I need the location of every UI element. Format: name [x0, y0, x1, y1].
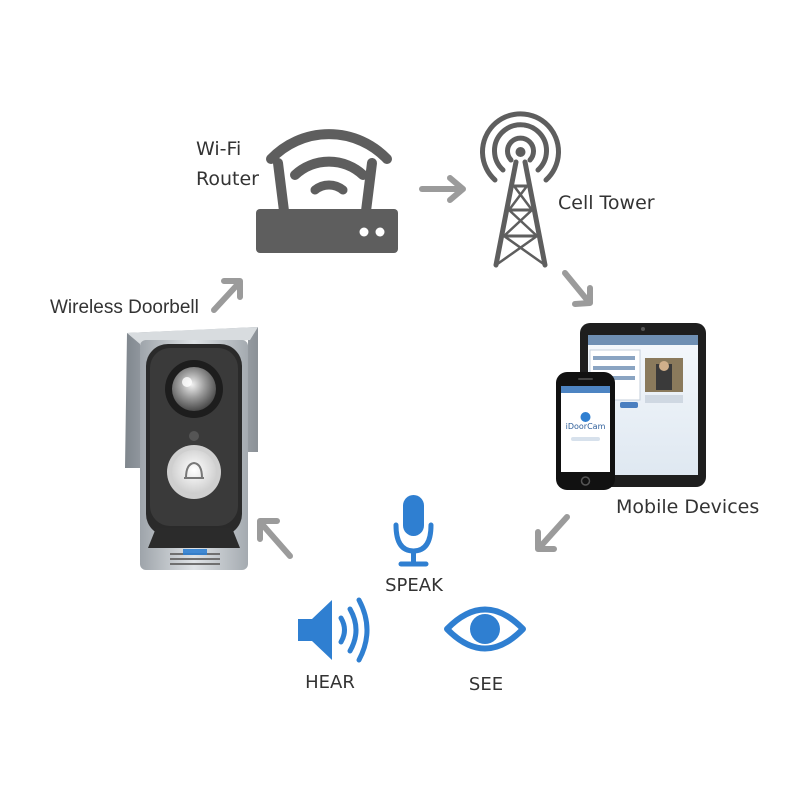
arrow-features-to-doorbell: [257, 518, 293, 559]
see-label: SEE: [468, 674, 504, 695]
cell-tower-icon: [480, 111, 561, 268]
wifi-router-icon: [256, 129, 398, 253]
speak-label: SPEAK: [385, 575, 443, 596]
mobile-devices-label: Mobile Devices: [616, 496, 760, 518]
smartphone-device: [556, 372, 615, 490]
speaker-icon: [298, 597, 370, 663]
eye-icon: [444, 606, 526, 652]
router-label-line1: Wi-Fi: [196, 138, 242, 160]
hear-label: HEAR: [305, 672, 355, 693]
cell-tower-label: Cell Tower: [558, 192, 655, 214]
arrow-mobile-to-features: [535, 514, 570, 552]
arrow-router-to-tower: [419, 175, 466, 203]
router-label-line2: Router: [196, 168, 259, 190]
arrow-doorbell-to-router: [211, 278, 243, 313]
phone-app-name: iDoorCam: [565, 422, 606, 431]
arrow-tower-to-mobile: [562, 270, 593, 307]
microphone-icon: [393, 495, 434, 567]
doorbell-device: [125, 327, 258, 570]
doorbell-label: Wireless Doorbell: [50, 297, 199, 318]
